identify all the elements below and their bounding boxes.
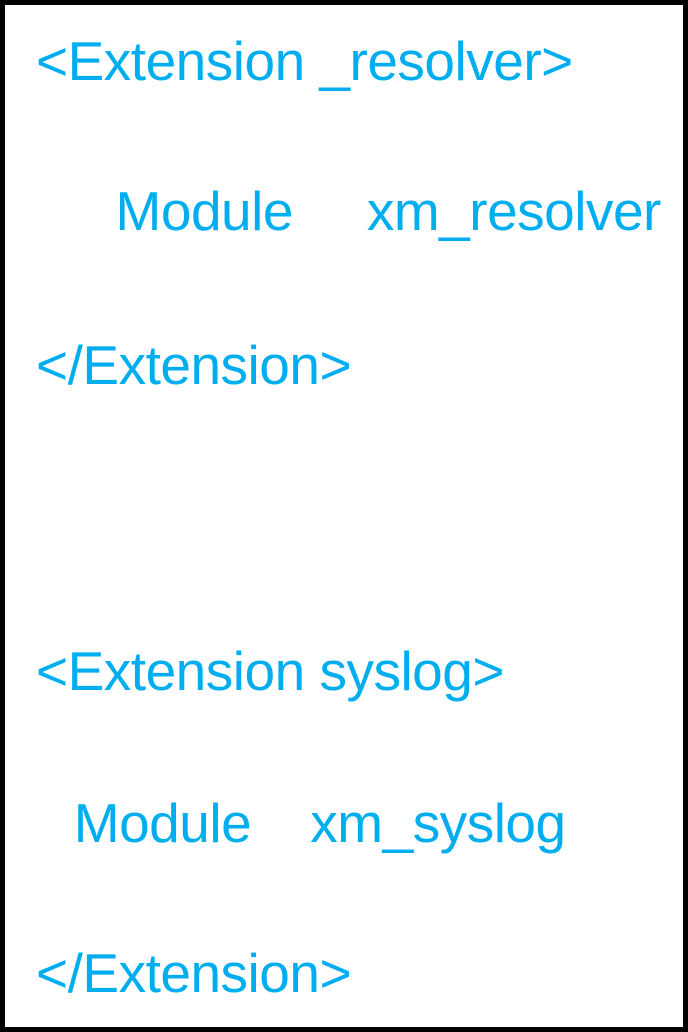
code-line-open-tag-resolver: <Extension _resolver> xyxy=(36,30,573,92)
block-separator-gap xyxy=(5,405,683,615)
code-line-module-directive-resolver: Module xm_resolver xyxy=(86,180,662,242)
code-line-close-tag-syslog: </Extension> xyxy=(36,942,352,1004)
code-line-open-tag-syslog: <Extension syslog> xyxy=(36,640,504,702)
code-line-module-directive-syslog: Module xm_syslog xyxy=(59,792,566,854)
code-line-close-tag-resolver: </Extension> xyxy=(36,334,352,396)
